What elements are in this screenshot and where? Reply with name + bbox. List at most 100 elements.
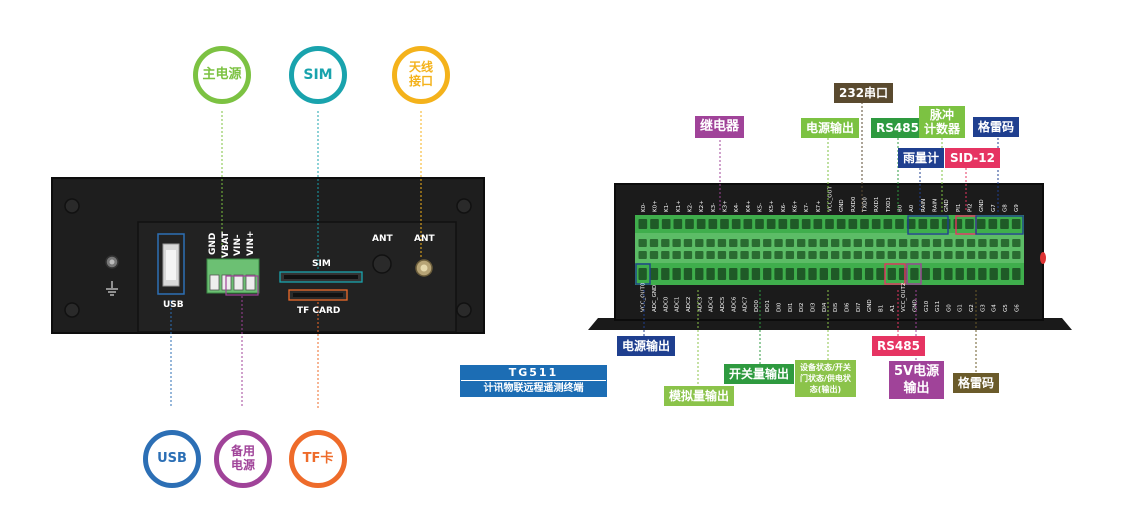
pin-label: ADC2 [686, 297, 692, 312]
device-status-tag: 设备状态/开关 门状态/供电状 态(输出) [795, 360, 856, 397]
terminal-hole [853, 251, 862, 259]
usb-port-frame [157, 233, 185, 295]
terminal-hole [720, 219, 729, 229]
device-status-line2: 门状态/供电状 [800, 374, 851, 383]
terminal-hole [695, 268, 704, 280]
analog-out-tag: 模拟量输出 [664, 386, 735, 406]
screw-icon [64, 302, 80, 318]
pin-label: G6 [1014, 304, 1020, 312]
terminal-hole [1000, 268, 1010, 280]
panel-vin-minus-label: VIN- [233, 234, 243, 256]
power-5v-line2: 输出 [903, 381, 930, 396]
pin-label: K5+ [769, 200, 775, 212]
terminal-hole [819, 251, 828, 259]
pin-label: G8 [1003, 204, 1009, 212]
pin-label: DI1 [788, 303, 794, 312]
screw-icon [64, 198, 80, 214]
gray-code-top-tag: 格雷码 [973, 117, 1020, 137]
pin-label: B1 [878, 305, 884, 312]
panel-sim-label: SIM [312, 259, 331, 269]
relay-tag: 继电器 [695, 116, 745, 138]
terminal-hole [887, 239, 896, 247]
terminal-hole [842, 251, 851, 259]
pin-label: G1 [958, 304, 964, 312]
sim-label: SIM [303, 66, 333, 83]
terminal-hole [706, 239, 715, 247]
terminal-hole [650, 219, 659, 229]
pin-label: RXD0 [851, 196, 857, 212]
antenna-callout: 天线 接口 [392, 46, 450, 104]
terminal-hole [921, 239, 930, 247]
pin-label: G4 [992, 304, 998, 312]
brand-subtitle: 计讯物联远程遥测终端 [461, 381, 606, 396]
terminal-hole [842, 239, 851, 247]
pin-label: G7 [991, 204, 997, 212]
antenna-label-line2: 接口 [408, 74, 433, 88]
terminal-hole [785, 268, 795, 280]
pin-label: ADC1 [675, 297, 681, 312]
device-status-line3: 态(输出) [809, 385, 842, 394]
terminal-hole [797, 268, 806, 280]
terminal-hole [808, 239, 817, 247]
terminal-hole [819, 268, 828, 280]
terminal-hole [921, 268, 930, 280]
terminal-hole [978, 251, 987, 259]
terminal-hole [831, 251, 840, 259]
terminal-hole [729, 251, 738, 259]
terminal-hole [706, 251, 715, 259]
pin-label: TXD0 [863, 197, 869, 213]
terminal-hole [638, 239, 647, 247]
pin-label: K0- [641, 203, 647, 212]
terminal-hole [989, 239, 998, 247]
terminal-hole [766, 219, 776, 229]
terminal-hole [898, 268, 908, 280]
terminal-hole [801, 219, 811, 229]
terminal-hole [808, 251, 817, 259]
terminal-hole [1000, 251, 1010, 259]
terminal-hole [763, 268, 772, 280]
pin-label: DI7 [856, 302, 862, 312]
backup-power-label-line2: 电源 [230, 458, 255, 472]
terminal-hole [1012, 251, 1021, 259]
terminal-hole [955, 268, 964, 280]
pin-label: K0+ [653, 200, 659, 212]
pin-label: G3 [980, 304, 986, 312]
left-leader-lines [170, 111, 422, 408]
terminal-hole [1012, 239, 1021, 247]
terminal-hole [944, 239, 953, 247]
terminal-hole [848, 219, 858, 229]
pin-label: K1- [664, 203, 670, 212]
switch-out-tag: 开关量输出 [724, 364, 795, 384]
terminal-hole [941, 219, 951, 229]
terminal-hole [918, 219, 928, 229]
terminal-hole [910, 251, 919, 259]
terminal-hole [661, 219, 671, 229]
terminal-hole [797, 251, 806, 259]
terminal-hole [729, 268, 738, 280]
pin-label: DI0 [777, 302, 783, 312]
terminal-hole [808, 268, 817, 280]
terminal-hole [763, 251, 772, 259]
terminal-hole [740, 251, 749, 259]
pin-label: DI2 [799, 303, 805, 312]
terminal-hole [785, 251, 795, 259]
antenna-port-blank [372, 254, 392, 274]
pin-label: ADC6 [731, 296, 737, 312]
tf-callout-label: TF卡 [302, 450, 334, 466]
terminal-hole [831, 239, 840, 247]
terminal-hole [836, 219, 846, 229]
rain-gauge-tag: 雨量计 [898, 148, 945, 168]
pin-label: G2 [969, 304, 975, 312]
terminal-hole [930, 219, 939, 229]
panel-vbat-label: VBAT [221, 231, 231, 258]
pin-label: K4+ [746, 200, 752, 212]
terminal-hole [661, 239, 670, 247]
terminal-hole [864, 268, 874, 280]
pin-label: GND [944, 199, 950, 212]
pin-label: TXD1 [886, 197, 892, 213]
terminal-hole [953, 219, 963, 229]
terminal-hole [887, 251, 896, 259]
terminal-hole [819, 239, 828, 247]
terminal-hole [864, 251, 874, 259]
terminal-hole [989, 268, 998, 280]
